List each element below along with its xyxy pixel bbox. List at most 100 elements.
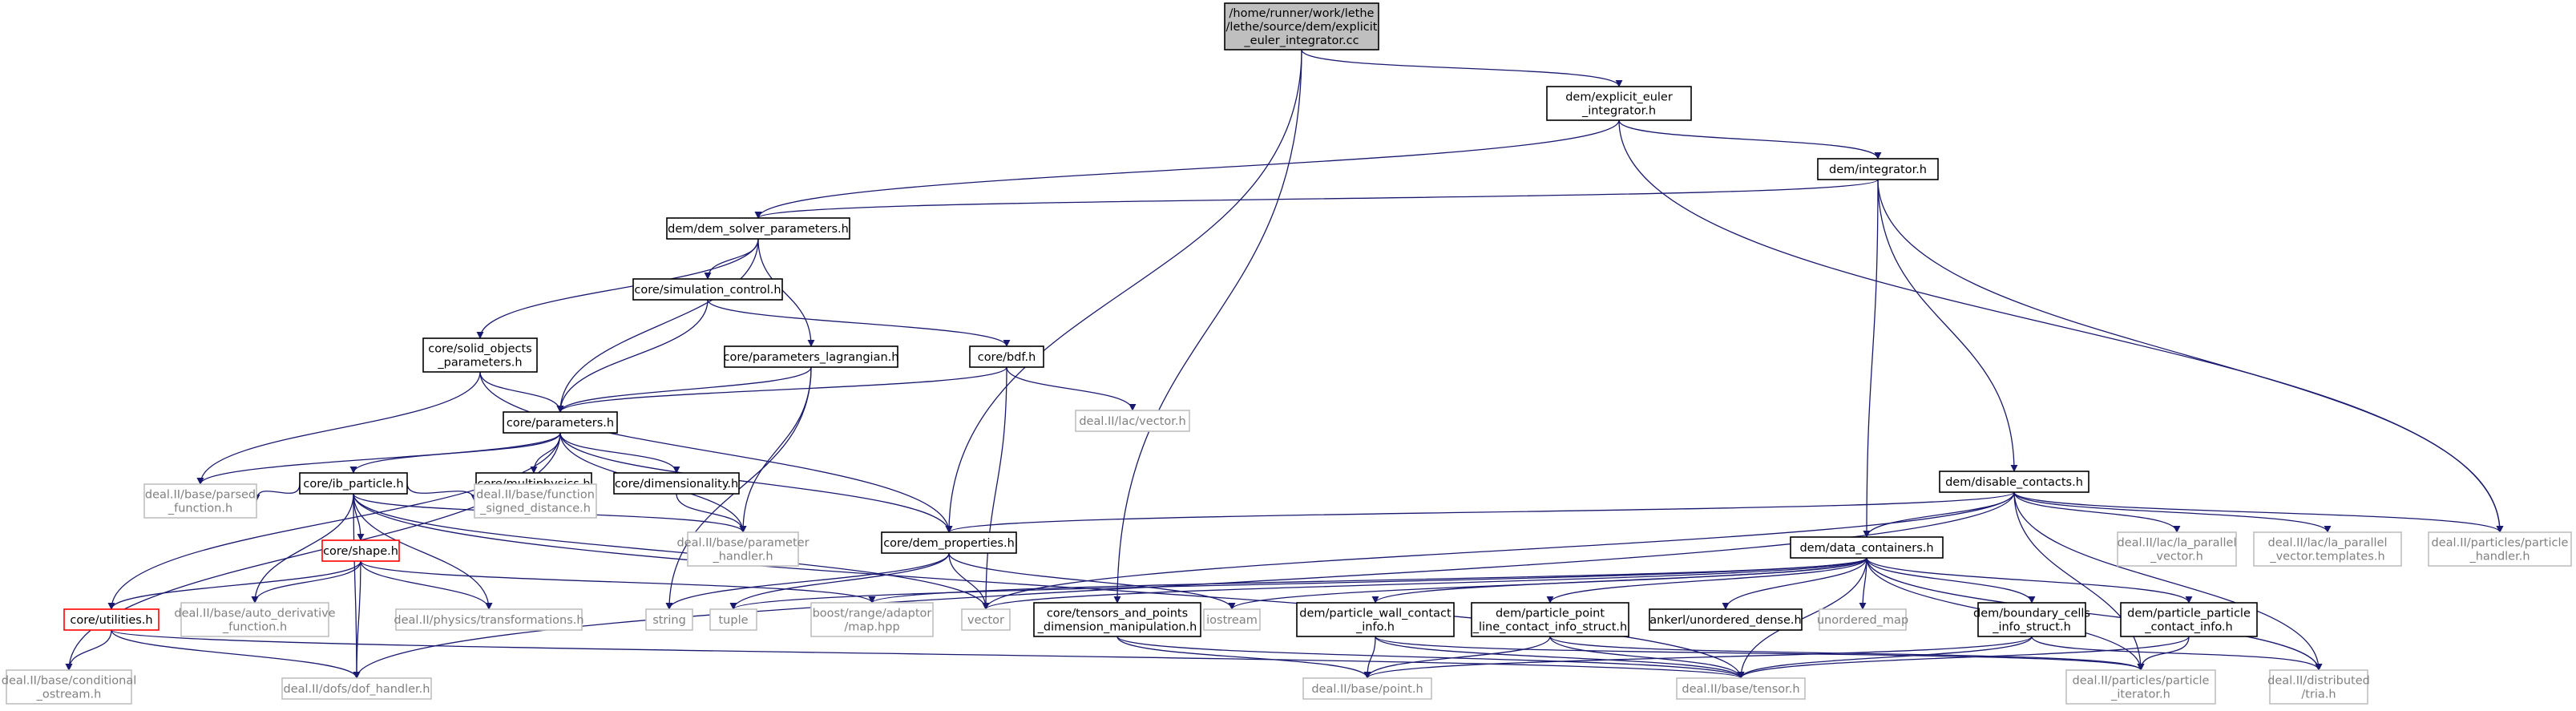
node-transformations[interactable]: deal.II/physics/transformations.h (394, 608, 584, 631)
edge-disable-contacts-to-la-parallel-vector (2013, 491, 2181, 533)
node-tensor[interactable]: deal.II/base/tensor.h (1676, 677, 1806, 700)
node-parsed-function[interactable]: deal.II/base/parsed_function.h (143, 483, 257, 519)
node-label-line: deal.II/base/function (476, 489, 595, 502)
node-string[interactable]: string (645, 608, 693, 631)
node-box (63, 608, 159, 631)
node-wall-contact[interactable]: dem/particle_wall_contact_info.h (1296, 602, 1455, 637)
node-unordered-map[interactable]: unordered_map (1817, 608, 1908, 631)
node-point-line[interactable]: dem/particle_point_line_contact_info_str… (1471, 602, 1629, 637)
edge-pp-contact-to-particle-iterator (2137, 636, 2190, 671)
node-vector[interactable]: vector (961, 608, 1011, 631)
node-box (1649, 608, 1803, 631)
node-dimensionality[interactable]: core/dimensionality.h (613, 472, 740, 495)
edge-solver-params-to-parameters (556, 238, 759, 413)
node-ib-particle[interactable]: core/ib_particle.h (299, 472, 408, 495)
node-solver-params[interactable]: dem/dem_solver_parameters.h (666, 217, 850, 240)
edge-data-containers-to-boundary-cells (1866, 557, 2036, 604)
node-tuple[interactable]: tuple (709, 608, 757, 631)
node-la-parallel-vector[interactable]: deal.II/lac/la_parallel_vector.h (2117, 531, 2237, 567)
edge-disable-contacts-to-vector (982, 491, 2015, 610)
edge-dem-properties-to-string (665, 552, 950, 610)
node-parameter-handler[interactable]: deal.II/base/parameter_handler.h (676, 531, 810, 567)
edge-solver-params-to-params-lagrangian (757, 238, 815, 347)
node-label-line: dem/data_containers.h (1799, 542, 1933, 555)
node-data-containers[interactable]: dem/data_containers.h (1790, 536, 1944, 559)
edge-params-lagrangian-to-parameters (556, 366, 812, 413)
node-label-line: /home/runner/work/lethe (1229, 7, 1375, 20)
node-label-line: _signed_distance.h (479, 503, 591, 515)
node-auto-derivative[interactable]: deal.II/base/auto_derivative_function.h (174, 602, 336, 637)
node-box (1819, 608, 1907, 631)
node-particle-iterator[interactable]: deal.II/particles/particle_iterator.h (2065, 669, 2216, 705)
edge-solid-objects-to-parameters (479, 371, 564, 413)
edge-integrator-to-data-containers (1863, 179, 1879, 538)
node-label-line: string (652, 614, 686, 627)
node-params-lagrangian[interactable]: core/parameters_lagrangian.h (724, 345, 899, 368)
node-box (180, 602, 329, 637)
node-lac-vector[interactable]: deal.II/lac/vector.h (1075, 410, 1190, 432)
edge-data-containers-to-tensor (1737, 557, 1867, 679)
node-function-sdf[interactable]: deal.II/base/function_signed_distance.h (474, 483, 597, 519)
node-disable-contacts[interactable]: dem/disable_contacts.h (1939, 471, 2089, 493)
node-root[interactable]: /home/runner/work/lethe/lethe/source/dem… (1224, 2, 1379, 50)
node-box (281, 677, 432, 700)
edge-root-to-tensors-points (1113, 49, 1302, 604)
node-box (1471, 602, 1629, 637)
node-box (2065, 669, 2216, 705)
node-label-line: _vector.h (2150, 551, 2203, 564)
node-distributed-tria[interactable]: deal.II/distributed/tria.h (2267, 669, 2370, 705)
node-label-line: _euler_integrator.cc (1243, 34, 1359, 47)
node-sim-control[interactable]: core/simulation_control.h (632, 278, 783, 301)
node-dof-handler[interactable]: deal.II/dofs/dof_handler.h (281, 677, 432, 700)
node-ankerl[interactable]: ankerl/unordered_dense.h (1649, 608, 1803, 631)
node-box (1296, 602, 1455, 637)
edge-data-containers-to-wall-contact (1371, 557, 1867, 604)
node-boost-map[interactable]: boost/range/adaptor/map.hpp (810, 602, 934, 637)
node-integrator[interactable]: dem/integrator.h (1817, 158, 1939, 180)
node-box (2428, 531, 2572, 567)
node-parameters[interactable]: core/parameters.h (503, 411, 618, 434)
edge-utilities-to-tensor (111, 629, 1744, 679)
edge-ib-particle-to-function-sdf (406, 483, 478, 502)
node-pp-contact[interactable]: dem/particle_particle_contact_info.h (2120, 602, 2258, 637)
node-label-line: _iterator.h (2110, 689, 2170, 701)
node-point[interactable]: deal.II/base/point.h (1302, 677, 1432, 700)
node-label-line: _vector.templates.h (2269, 551, 2384, 564)
node-conditional-ostream[interactable]: deal.II/base/conditional_ostream.h (2, 669, 137, 705)
edge-bdf-to-lac-vector (1006, 366, 1137, 411)
node-tensors-points[interactable]: core/tensors_and_points_dimension_manipu… (1033, 602, 1201, 637)
node-box (503, 411, 618, 434)
node-label-line: deal.II/particles/particle (2432, 537, 2569, 550)
node-boundary-cells[interactable]: dem/boundary_cells_info_struct.h (1973, 602, 2090, 637)
node-utilities[interactable]: core/utilities.h (63, 608, 159, 631)
edge-boundary-cells-to-tensor (1737, 636, 2033, 679)
node-la-parallel-templates[interactable]: deal.II/lac/la_parallel_vector.templates… (2253, 531, 2402, 567)
edge-utilities-to-conditional-ostream (65, 629, 112, 671)
node-shape[interactable]: core/shape.h (321, 539, 400, 562)
edge-data-containers-to-pp-contact (1866, 557, 2193, 604)
node-label-line: core/dem_properties.h (883, 537, 1015, 550)
node-box (709, 608, 757, 631)
node-label-line: core/ib_particle.h (303, 478, 403, 491)
node-particle-handler[interactable]: deal.II/particles/particle_handler.h (2428, 531, 2572, 567)
node-bdf[interactable]: core/bdf.h (969, 345, 1044, 368)
edge-solver-params-to-solid-objects (476, 238, 759, 339)
node-label-line: dem/boundary_cells (1973, 608, 2090, 620)
edge-parameters-to-dem-properties (559, 432, 953, 533)
node-label-line: dem/dem_solver_parameters.h (668, 223, 849, 236)
node-label-line: deal.II/dofs/dof_handler.h (284, 683, 430, 696)
edge-parameters-to-utilities (107, 432, 561, 610)
node-dem-properties[interactable]: core/dem_properties.h (881, 531, 1017, 554)
edge-ib-particle-to-transformations (353, 493, 493, 610)
node-box (632, 278, 783, 301)
node-label-line: unordered_map (1817, 614, 1908, 627)
node-solid-objects[interactable]: core/solid_objects_parameters.h (422, 337, 538, 373)
node-box (1203, 608, 1261, 631)
edge-integrator-to-disable-contacts (1877, 179, 2018, 472)
node-label-line: dem/explicit_euler (1565, 91, 1673, 104)
node-label-line: core/parameters.h (507, 417, 614, 430)
node-iostream[interactable]: iostream (1203, 608, 1261, 631)
node-label-line: _contact_info.h (2144, 621, 2233, 634)
node-explicit-euler[interactable]: dem/explicit_euler_integrator.h (1546, 86, 1692, 121)
